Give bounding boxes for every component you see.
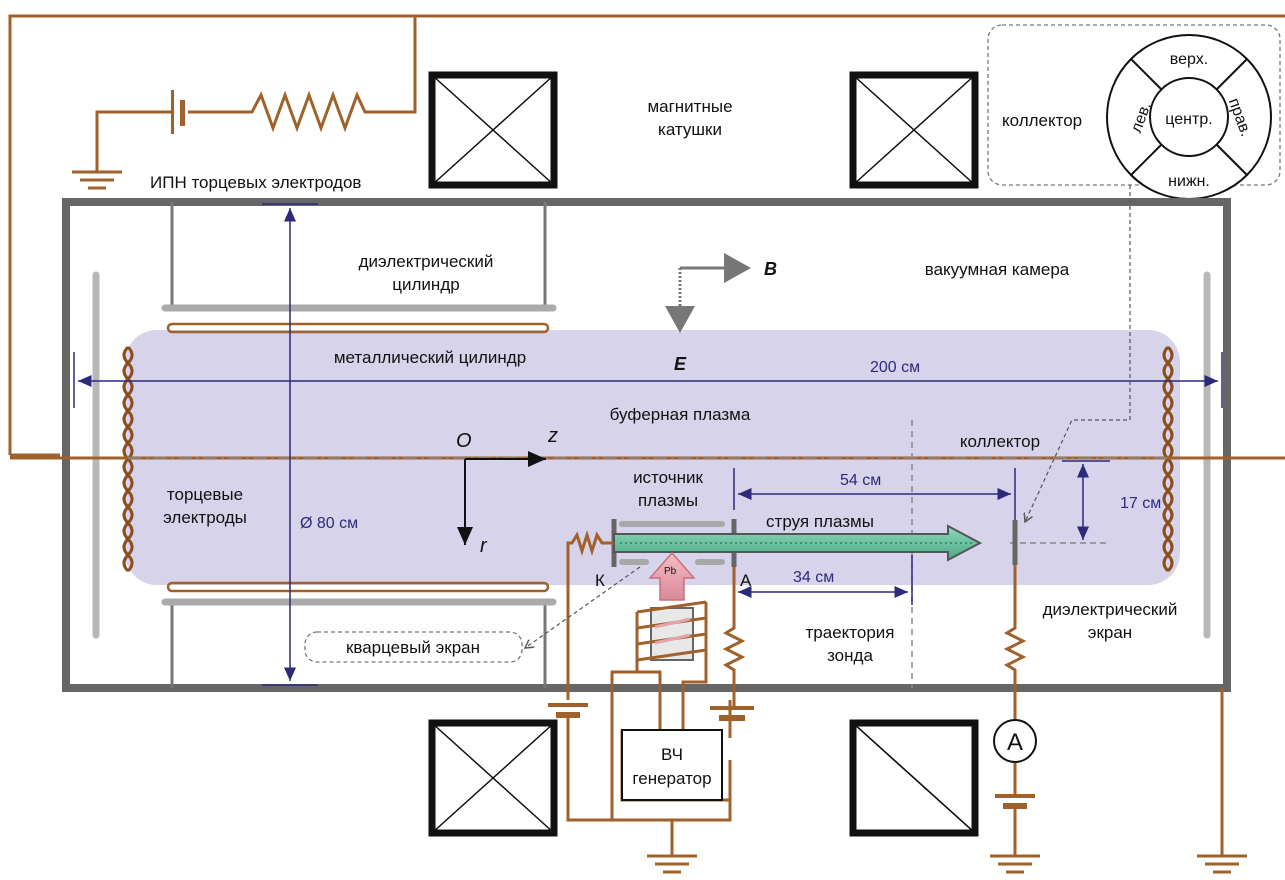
dimension-17 xyxy=(1062,460,1110,540)
dimension-diameter-label: Ø 80 см xyxy=(300,515,358,532)
end-electrodes-label-1: торцевые xyxy=(167,485,243,504)
dimension-54-label: 54 см xyxy=(840,472,881,489)
dimension-200-label: 200 см xyxy=(870,359,920,376)
plasma-jet xyxy=(613,524,983,562)
magnetic-coil xyxy=(849,719,979,837)
power-supply-circuit xyxy=(8,14,1285,457)
dimension-17-label: 17 см xyxy=(1120,495,1161,512)
dielectric-screen-label-1: диэлектрический xyxy=(1043,600,1178,619)
dielectric-cylinder-supports xyxy=(170,202,547,688)
dimension-diameter xyxy=(262,203,318,686)
metal-cylinder-label: металлический цилиндр xyxy=(334,348,526,367)
end-electrodes-label-2: электроды xyxy=(163,508,247,527)
collector-center-label: центр. xyxy=(1165,111,1212,128)
dielectric-cylinder-label-2: цилиндр xyxy=(392,275,459,294)
vacuum-chamber-label: вакуумная камера xyxy=(925,260,1070,279)
dimension-54 xyxy=(733,468,1016,530)
b-field-label: B xyxy=(764,259,777,279)
dielectric-cylinder xyxy=(161,304,557,606)
collector-bottom-label: нижн. xyxy=(1168,173,1210,190)
z-axis-label: z xyxy=(547,425,558,447)
metal-cylinder xyxy=(166,322,550,593)
battery-anode xyxy=(710,706,754,721)
rf-coil xyxy=(635,600,708,672)
battery-collector xyxy=(995,794,1035,809)
collector-top-label: верх. xyxy=(1170,51,1208,68)
dielectric-screen-label-2: экран xyxy=(1088,623,1132,642)
probe-trajectory-label-1: траектория xyxy=(806,623,895,642)
field-arrows xyxy=(665,253,751,333)
ammeter-label: A xyxy=(1007,729,1023,756)
dimension-200 xyxy=(73,352,1223,408)
leader-lines xyxy=(525,185,1131,648)
magnetic-coil xyxy=(849,71,979,189)
battery-cathode xyxy=(548,703,588,718)
magnetic-coil xyxy=(428,71,558,189)
collector-circuit xyxy=(1003,565,1027,855)
rf-generator-label-1: ВЧ xyxy=(661,745,683,764)
plasma-jet-label: струя плазмы xyxy=(766,512,874,531)
ground-symbol-top xyxy=(72,170,122,190)
lead-label: Pb xyxy=(664,566,677,577)
ground-symbol-collector xyxy=(990,854,1040,874)
power-supply-label: ИПН торцевых электродов xyxy=(150,173,361,192)
collector-inset: коллектор центр. верх. нижн. лев. прав. xyxy=(987,24,1281,200)
dielectric-cylinder-label-1: диэлектрический xyxy=(359,252,494,271)
cathode-label: К xyxy=(595,571,605,590)
collector-inset-label: коллектор xyxy=(1002,111,1082,130)
vacuum-chamber xyxy=(62,198,1231,692)
rf-generator-box xyxy=(621,729,723,801)
anode-label: А xyxy=(740,571,752,590)
e-field-label: E xyxy=(674,354,687,374)
r-axis-label: r xyxy=(480,535,488,557)
magnetic-coil xyxy=(428,719,558,837)
chamber-ground xyxy=(1197,688,1247,874)
lead-vapor-arrow xyxy=(648,551,696,601)
ammeter xyxy=(993,719,1037,763)
buffer-plasma-label: буферная плазма xyxy=(610,405,751,424)
dimension-34-label: 34 см xyxy=(793,569,834,586)
quartz-screen-label: кварцевый экран xyxy=(346,638,480,657)
coordinate-axes xyxy=(457,451,546,545)
end-plates xyxy=(92,271,1211,639)
ground-symbol-source xyxy=(647,854,697,874)
quartz-screen xyxy=(619,521,725,565)
origin-label: O xyxy=(456,430,472,452)
plasma-source-label-1: источник xyxy=(633,468,703,487)
probe-trajectory-label-2: зонда xyxy=(827,646,873,665)
collector-label: коллектор xyxy=(960,432,1040,451)
plasma-source-label-2: плазмы xyxy=(638,491,698,510)
rf-generator-label-2: генератор xyxy=(632,769,711,788)
magnetic-coils-label-2: катушки xyxy=(658,120,722,139)
quartz-screen-label-box xyxy=(304,631,523,663)
magnetic-coils-label-1: магнитные xyxy=(647,97,732,116)
battery-symbol xyxy=(171,90,185,134)
